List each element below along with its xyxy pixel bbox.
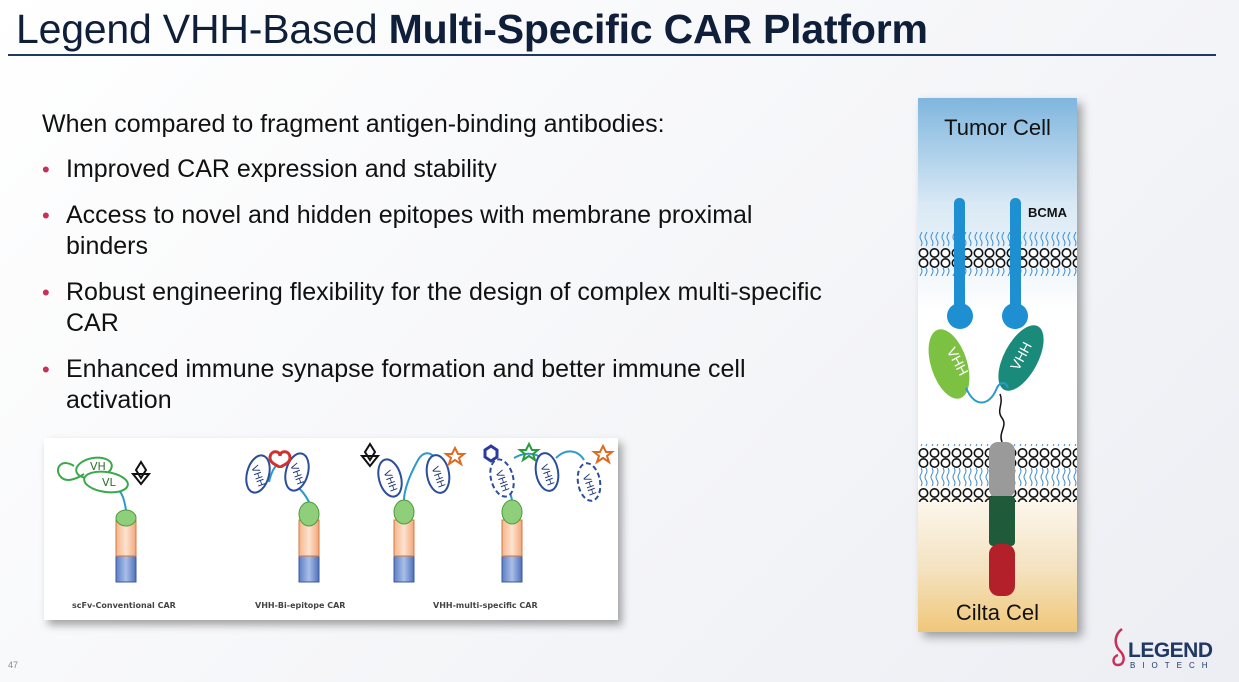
transmembrane-domain <box>989 442 1015 498</box>
slide-title-regular: Legend VHH-Based <box>16 6 389 52</box>
tumor-cell-membrane <box>918 232 1077 276</box>
bullet-text: Robust engineering flexibility for the d… <box>66 278 822 337</box>
scfv-car-construct: VH VL <box>56 456 152 583</box>
linker <box>965 382 1009 404</box>
figure-label-multi-specific: VHH-multi-specific CAR <box>433 601 538 610</box>
bullet-dot: • <box>42 203 50 228</box>
intro-text: When compared to fragment antigen-bindin… <box>42 110 665 138</box>
car-format-diagram: VH VL VHH VHH VHH VHH <box>56 441 615 583</box>
logo-subword: BIOTECH <box>1130 661 1215 670</box>
costimulatory-domain <box>989 496 1015 546</box>
bullet-dot: • <box>42 157 50 182</box>
bullet-item: • Access to novel and hidden epitopes wit… <box>42 200 822 262</box>
bullet-text: Improved CAR expression and stability <box>66 155 497 183</box>
cilta-cel-label: Cilta Cel <box>955 600 1040 625</box>
figure-label-bi-epitope: VHH-Bi-epitope CAR <box>255 601 346 610</box>
multi-specific-car-construct-a: VHH VHH <box>359 442 467 583</box>
figure-label-scfv: scFv-Conventional CAR <box>72 601 176 610</box>
car-format-figure: VH VL VHH VHH VHH VHH <box>44 438 618 620</box>
tumor-cell-label: Tumor Cell <box>944 115 1051 140</box>
bullet-text: Enhanced immune synapse formation and be… <box>66 355 746 414</box>
bullet-item: • Enhanced immune synapse formation and b… <box>42 354 822 416</box>
bcma-receptor <box>1002 198 1028 329</box>
bullet-dot: • <box>42 280 50 305</box>
title-divider <box>8 54 1216 56</box>
cell-interaction-panel: VHH VHH Tumor Cell BCMA Cilta Cel <box>918 98 1077 632</box>
slide-title-bold: Multi-Specific CAR Platform <box>388 6 928 52</box>
multi-specific-car-construct-b: VHH VHH VHH <box>483 441 615 583</box>
bullet-item: • Robust engineering flexibility for the … <box>42 277 822 339</box>
legend-biotech-logo: LEGEND BIOTECH <box>1110 625 1220 671</box>
bullet-item: • Improved CAR expression and stability <box>42 154 822 185</box>
bullet-dot: • <box>42 357 50 382</box>
bi-epitope-car-construct: VHH VHH <box>245 450 320 583</box>
slide-title: Legend VHH-Based Multi-Specific CAR Plat… <box>16 6 928 53</box>
cell-interaction-diagram: VHH VHH <box>918 198 1077 596</box>
logo-mark-icon <box>1112 628 1125 667</box>
bcma-receptor <box>947 198 973 329</box>
vl-domain-label: VL <box>102 476 117 489</box>
signaling-domain <box>989 544 1015 596</box>
page-number: 47 <box>8 660 19 670</box>
logo-word: LEGEND <box>1128 639 1213 662</box>
bullet-text: Access to novel and hidden epitopes with… <box>66 201 753 260</box>
bullet-list: • Improved CAR expression and stability •… <box>42 154 822 431</box>
bcma-label: BCMA <box>1028 205 1067 220</box>
vhh-domain-teal: VHH <box>998 325 1044 391</box>
hinge-linker <box>998 393 1005 443</box>
vh-domain-label: VH <box>90 460 106 473</box>
